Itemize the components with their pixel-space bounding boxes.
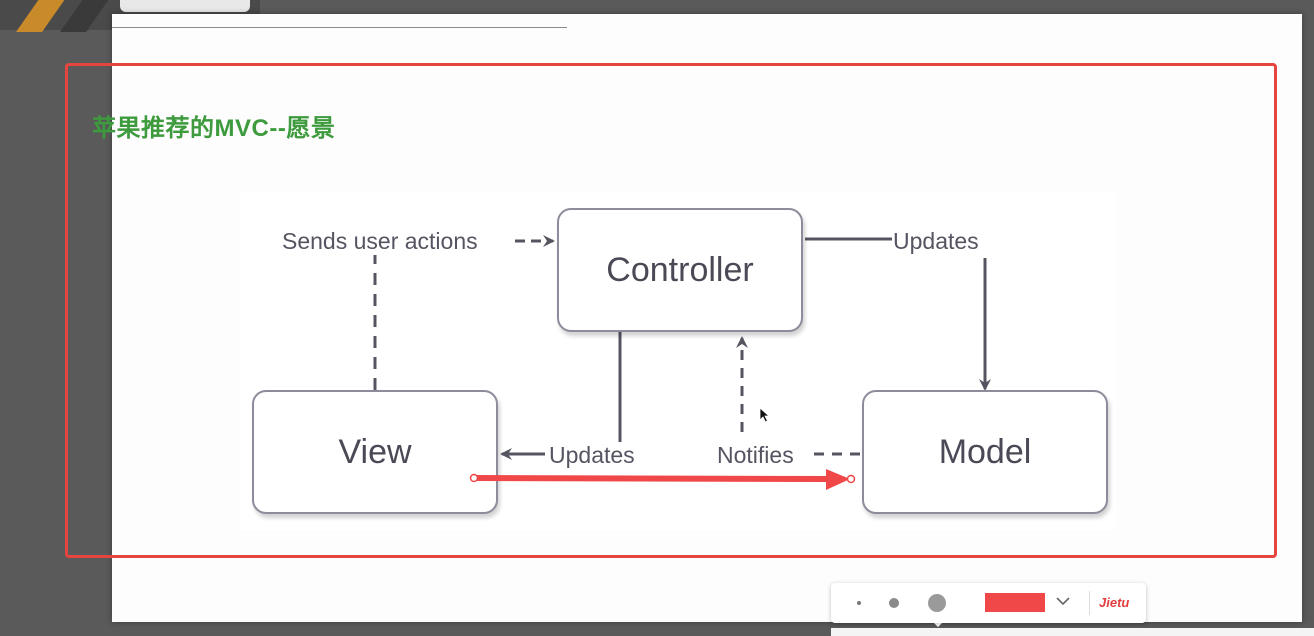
controller-node: Controller	[557, 208, 803, 332]
toolbar-pointer	[931, 620, 945, 627]
model-node: Model	[862, 390, 1108, 514]
annotation-arrowhead	[826, 469, 850, 490]
logo-badge	[120, 0, 250, 12]
label-sends-user-actions: Sends user actions	[281, 228, 479, 255]
arrow-start-handle	[469, 473, 479, 483]
mouse-cursor-icon	[759, 407, 771, 423]
annotation-rectangle[interactable]	[65, 63, 1277, 558]
chevron-down-icon[interactable]	[1055, 594, 1071, 608]
bottom-strip	[831, 628, 1314, 636]
label-notifies: Notifies	[716, 442, 795, 469]
mvc-diagram: Controller View Model Sends user actions…	[240, 192, 1116, 530]
color-picker-swatch[interactable]	[985, 593, 1045, 612]
slide-title: 苹果推荐的MVC--愿景	[92, 115, 336, 142]
toolbar-divider	[1089, 591, 1090, 615]
annotation-arrow	[473, 475, 829, 482]
arrow-end-handle	[846, 474, 856, 484]
label-updates-model: Updates	[892, 228, 980, 255]
annotation-toolbar: Jietu	[831, 583, 1146, 623]
brush-size-large-button[interactable]	[928, 594, 946, 612]
view-node: View	[252, 390, 498, 514]
brush-size-medium-button[interactable]	[889, 598, 899, 608]
diagram-connectors	[373, 235, 991, 460]
slide-divider	[112, 27, 567, 28]
brush-size-small-button[interactable]	[857, 601, 861, 605]
jietu-brand-label: Jietu	[1099, 595, 1130, 610]
label-updates-view: Updates	[548, 442, 636, 469]
